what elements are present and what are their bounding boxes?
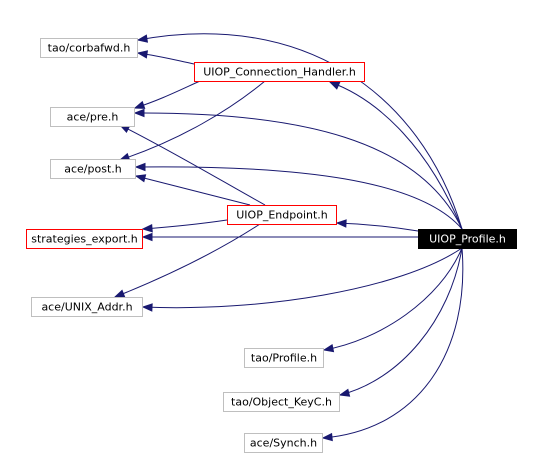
node-object_key: tao/Object_KeyC.h [223,392,340,412]
node-tao_profile: tao/Profile.h [244,348,324,368]
node-box [223,392,340,412]
edge-line [339,247,463,396]
node-unix_addr: ace/UNIX_Addr.h [31,297,143,317]
node-box [31,297,143,317]
edge-line [134,112,463,230]
node-synch: ace/Synch.h [244,433,323,453]
node-label: UIOP_Endpoint.h [236,209,328,222]
node-corbafwd: tao/corbafwd.h [40,38,138,58]
edge-conn_handler-to-pre [133,80,201,109]
node-box [40,38,138,58]
edge-profile-to-tao_profile [322,247,463,353]
node-label: UIOP_Connection_Handler.h [203,66,356,79]
edge-arrowhead [322,343,335,353]
edge-profile-to-pre [133,108,463,230]
node-label: strategies_export.h [31,233,138,246]
node-box [244,348,324,368]
edge-arrowhead [141,232,153,242]
edge-profile-to-strategies [141,232,418,242]
node-box [50,159,136,179]
edge-line [322,247,464,439]
node-label: UIOP_Profile.h [429,233,506,246]
node-box [418,229,517,249]
node-post: ace/post.h [50,159,136,179]
edge-arrowhead [133,100,146,109]
node-conn_handler[interactable]: UIOP_Connection_Handler.h [194,62,365,82]
edge-arrowhead [338,388,351,397]
node-endpoint[interactable]: UIOP_Endpoint.h [227,205,337,225]
node-box [227,205,337,225]
edge-line [142,219,228,230]
edge-arrowhead [335,219,347,228]
node-label: ace/post.h [64,163,122,176]
edge-arrowhead [141,224,153,233]
edge-endpoint-to-post [134,174,251,206]
edge-line [336,222,419,232]
edge-line [323,247,463,351]
edge-line [142,247,463,309]
edge-line [119,80,266,161]
edges-layer [113,33,464,442]
nodes-layer: tao/corbafwd.hUIOP_Connection_Handler.ha… [26,38,517,453]
edge-arrowhead [133,108,145,118]
edge-conn_handler-to-post [118,80,266,161]
edge-line [134,80,201,109]
edge-profile-to-conn_handler [328,81,463,230]
edge-arrowhead [141,303,153,312]
node-label: tao/Object_KeyC.h [231,396,332,409]
edge-profile-to-synch [321,247,464,442]
edge-arrowhead [328,81,341,90]
edge-arrowhead [134,162,146,172]
edge-endpoint-to-strategies [141,219,228,233]
node-pre: ace/pre.h [50,107,135,127]
edge-profile-to-unix_addr [141,247,463,312]
node-box [194,62,365,82]
edge-arrowhead [136,50,149,59]
node-box [26,229,143,249]
edge-profile-to-object_key [338,247,463,397]
node-box [244,433,323,453]
edge-line [135,175,251,206]
edge-profile-to-endpoint [335,219,419,232]
node-label: ace/pre.h [67,111,119,124]
edge-line [114,223,261,298]
node-box [50,107,135,127]
edge-conn_handler-to-corbafwd [136,50,195,65]
edge-line [119,124,266,206]
edge-arrowhead [134,174,147,183]
node-strategies[interactable]: strategies_export.h [26,229,143,249]
node-label: tao/Profile.h [251,352,317,365]
edge-arrowhead [136,34,149,43]
node-label: ace/UNIX_Addr.h [41,301,132,314]
edge-line [329,81,463,230]
node-profile: UIOP_Profile.h [418,229,517,249]
edge-arrowhead [113,289,126,298]
node-label: ace/Synch.h [250,437,317,450]
node-label: tao/corbafwd.h [48,42,131,55]
edge-endpoint-to-unix_addr [113,223,261,298]
edge-arrowhead [321,432,333,442]
